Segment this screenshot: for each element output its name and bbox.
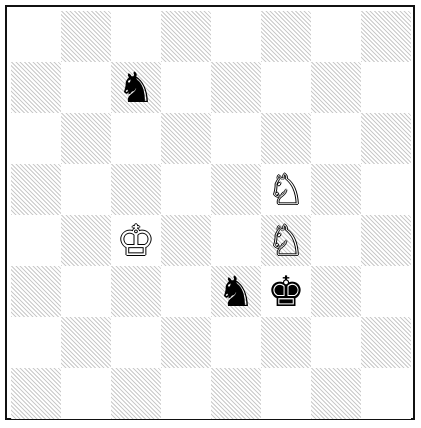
white-knight-icon[interactable]: ♘ bbox=[261, 164, 311, 215]
square-g6[interactable] bbox=[311, 113, 361, 164]
square-c7[interactable]: ♞ bbox=[111, 62, 161, 113]
square-e2[interactable] bbox=[211, 317, 261, 368]
square-a1[interactable] bbox=[11, 368, 61, 419]
square-h1[interactable] bbox=[361, 368, 411, 419]
square-d4[interactable] bbox=[161, 215, 211, 266]
square-b3[interactable] bbox=[61, 266, 111, 317]
white-king-icon[interactable]: ♔ bbox=[111, 215, 161, 266]
square-h5[interactable] bbox=[361, 164, 411, 215]
square-c5[interactable] bbox=[111, 164, 161, 215]
square-g4[interactable] bbox=[311, 215, 361, 266]
white-knight-icon[interactable]: ♘ bbox=[261, 215, 311, 266]
square-b2[interactable] bbox=[61, 317, 111, 368]
square-h7[interactable] bbox=[361, 62, 411, 113]
square-h2[interactable] bbox=[361, 317, 411, 368]
square-d3[interactable] bbox=[161, 266, 211, 317]
square-c6[interactable] bbox=[111, 113, 161, 164]
square-e6[interactable] bbox=[211, 113, 261, 164]
square-b5[interactable] bbox=[61, 164, 111, 215]
square-g8[interactable] bbox=[311, 11, 361, 62]
black-knight-icon[interactable]: ♞ bbox=[111, 62, 161, 113]
square-b7[interactable] bbox=[61, 62, 111, 113]
square-d7[interactable] bbox=[161, 62, 211, 113]
square-h4[interactable] bbox=[361, 215, 411, 266]
square-a2[interactable] bbox=[11, 317, 61, 368]
square-f6[interactable] bbox=[261, 113, 311, 164]
chess-board: ♞♘♔♘♞♚ bbox=[11, 11, 411, 419]
square-e3[interactable]: ♞ bbox=[211, 266, 261, 317]
square-d5[interactable] bbox=[161, 164, 211, 215]
square-a3[interactable] bbox=[11, 266, 61, 317]
square-d2[interactable] bbox=[161, 317, 211, 368]
square-f7[interactable] bbox=[261, 62, 311, 113]
square-b8[interactable] bbox=[61, 11, 111, 62]
square-a7[interactable] bbox=[11, 62, 61, 113]
square-f2[interactable] bbox=[261, 317, 311, 368]
square-g7[interactable] bbox=[311, 62, 361, 113]
square-c3[interactable] bbox=[111, 266, 161, 317]
square-e8[interactable] bbox=[211, 11, 261, 62]
square-h8[interactable] bbox=[361, 11, 411, 62]
square-f1[interactable] bbox=[261, 368, 311, 419]
square-g1[interactable] bbox=[311, 368, 361, 419]
square-h3[interactable] bbox=[361, 266, 411, 317]
square-e5[interactable] bbox=[211, 164, 261, 215]
square-c8[interactable] bbox=[111, 11, 161, 62]
black-king-icon[interactable]: ♚ bbox=[261, 266, 311, 317]
square-f4[interactable]: ♘ bbox=[261, 215, 311, 266]
square-b1[interactable] bbox=[61, 368, 111, 419]
square-c1[interactable] bbox=[111, 368, 161, 419]
square-e4[interactable] bbox=[211, 215, 261, 266]
square-h6[interactable] bbox=[361, 113, 411, 164]
square-d8[interactable] bbox=[161, 11, 211, 62]
square-f8[interactable] bbox=[261, 11, 311, 62]
square-g5[interactable] bbox=[311, 164, 361, 215]
black-knight-icon[interactable]: ♞ bbox=[211, 266, 261, 317]
square-c4[interactable]: ♔ bbox=[111, 215, 161, 266]
square-b6[interactable] bbox=[61, 113, 111, 164]
square-d6[interactable] bbox=[161, 113, 211, 164]
square-e7[interactable] bbox=[211, 62, 261, 113]
square-c2[interactable] bbox=[111, 317, 161, 368]
square-b4[interactable] bbox=[61, 215, 111, 266]
square-a5[interactable] bbox=[11, 164, 61, 215]
square-e1[interactable] bbox=[211, 368, 261, 419]
square-a4[interactable] bbox=[11, 215, 61, 266]
square-d1[interactable] bbox=[161, 368, 211, 419]
square-a8[interactable] bbox=[11, 11, 61, 62]
square-a6[interactable] bbox=[11, 113, 61, 164]
square-g2[interactable] bbox=[311, 317, 361, 368]
square-f5[interactable]: ♘ bbox=[261, 164, 311, 215]
square-f3[interactable]: ♚ bbox=[261, 266, 311, 317]
square-g3[interactable] bbox=[311, 266, 361, 317]
